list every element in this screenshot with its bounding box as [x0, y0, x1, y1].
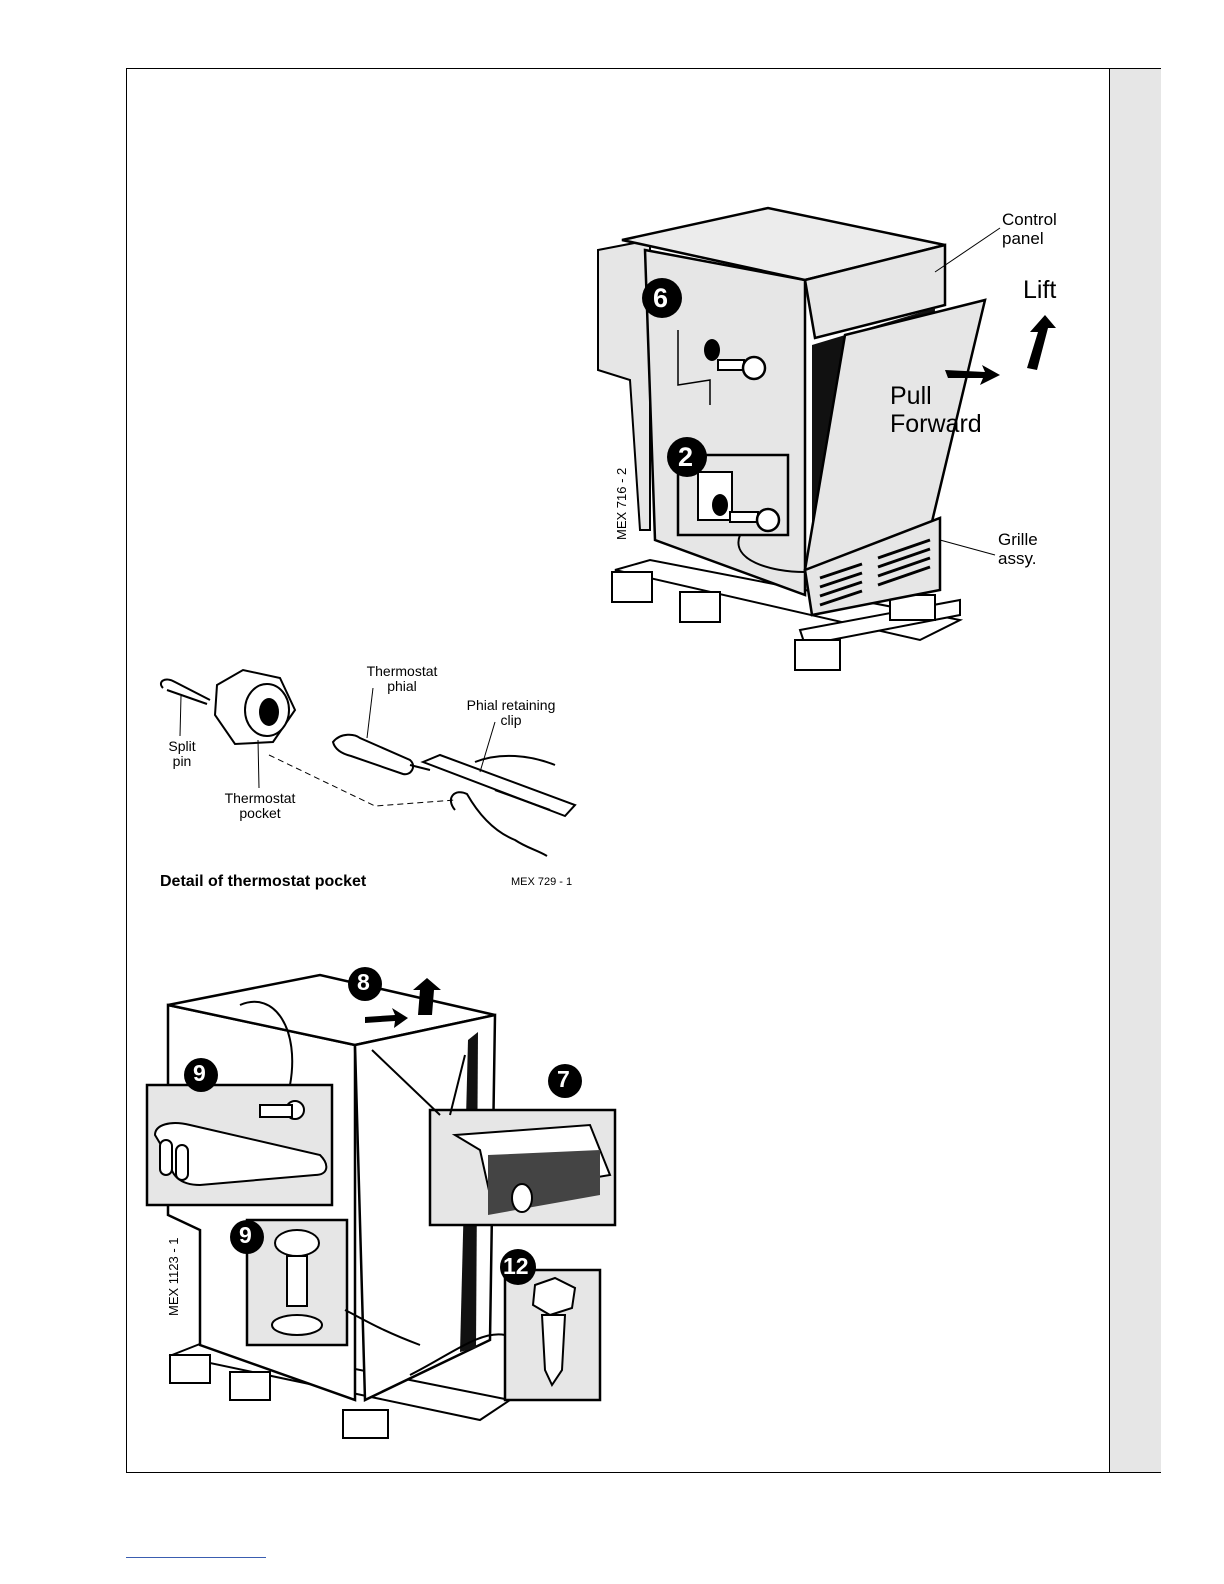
callout-6: 6 [653, 284, 668, 314]
callout-2: 2 [678, 443, 693, 473]
casing-removal-illustration [150, 960, 620, 1450]
callout-8: 8 [357, 970, 370, 995]
label-thermostat-phial: Thermostat phial [362, 664, 442, 695]
label-control-panel: Control panel [1002, 211, 1057, 248]
fig2-reference: MEX 729 - 1 [511, 876, 572, 888]
footer-rule [126, 1557, 266, 1558]
fig3-reference: MEX 1123 - 1 [166, 1237, 181, 1316]
side-tab [1109, 69, 1161, 1472]
fig1-reference: MEX 716 - 2 [614, 468, 629, 540]
label-pull-forward: Pull Forward [890, 383, 982, 438]
callout-9-screw: 9 [239, 1223, 252, 1248]
label-lift: Lift [1023, 277, 1056, 305]
label-phial-retaining-clip: Phial retaining clip [460, 698, 562, 729]
callout-7: 7 [557, 1067, 570, 1092]
callout-9-bracket: 9 [193, 1061, 206, 1086]
boiler-front-panel-illustration [590, 200, 1070, 680]
label-split-pin: Split pin [160, 739, 204, 770]
label-grille-assy: Grille assy. [998, 531, 1038, 568]
figure-caption: Detail of thermostat pocket [160, 873, 366, 891]
label-thermostat-pocket: Thermostat pocket [220, 791, 300, 822]
callout-12: 12 [503, 1254, 529, 1279]
